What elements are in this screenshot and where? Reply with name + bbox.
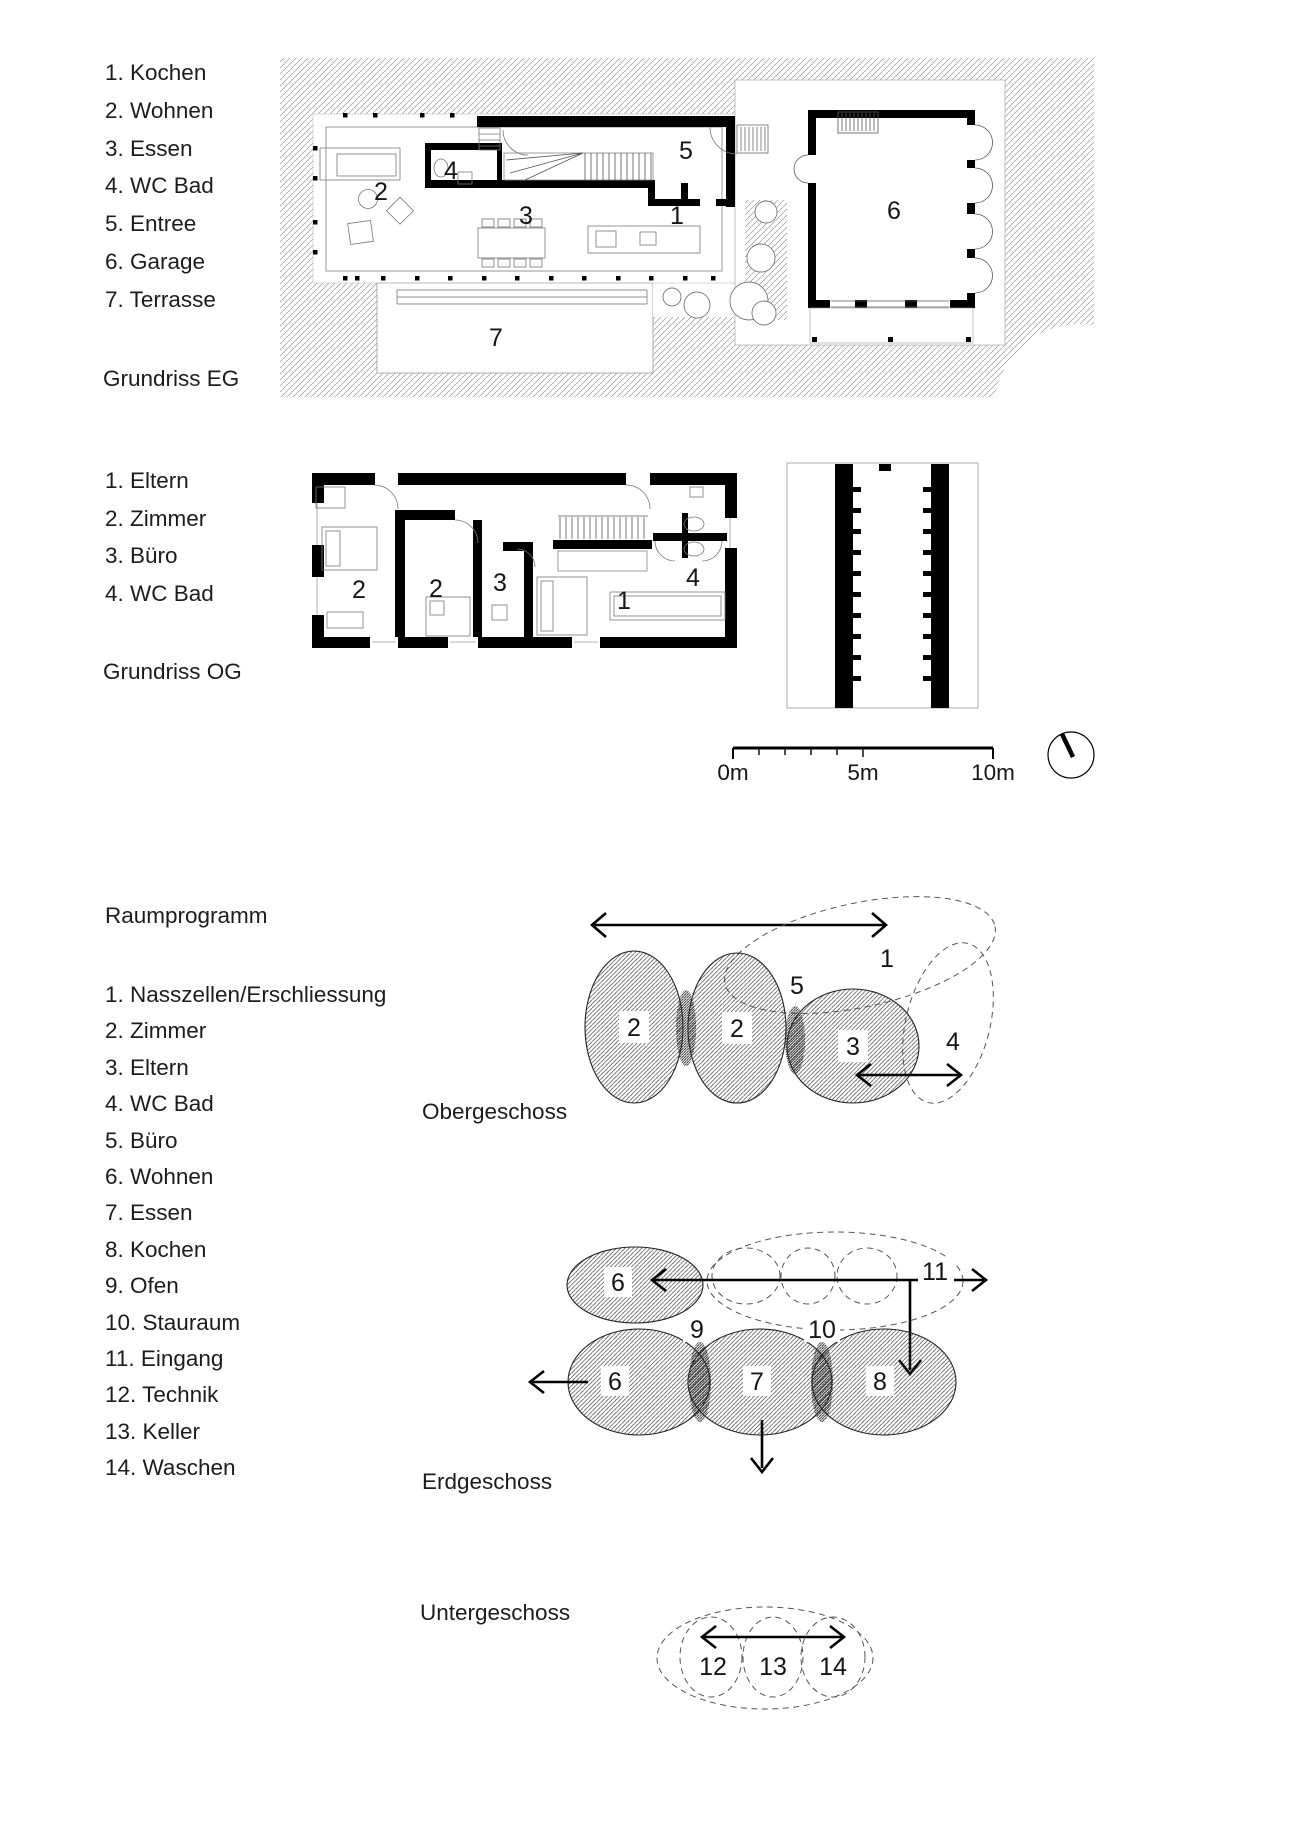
- eg-stairs: [503, 152, 654, 181]
- svg-text:12: 12: [699, 1653, 727, 1681]
- legend-item: 3. Büro: [105, 543, 178, 569]
- legend-item: 6. Wohnen: [105, 1164, 214, 1190]
- legend-item: 14. Waschen: [105, 1455, 236, 1481]
- garage-roof-plan: [786, 462, 979, 709]
- entry-steps: [736, 124, 769, 154]
- legend-item: 5. Entree: [105, 211, 197, 237]
- legend-item: 1. Kochen: [105, 60, 207, 85]
- eg-room-label-kochen: 1: [670, 202, 684, 230]
- og-legend: 1. Eltern 2. Zimmer 3. Büro 4. WC Bad: [105, 462, 214, 613]
- og-room-label-eltern: 1: [617, 587, 631, 615]
- og-window-lines: [316, 503, 731, 643]
- eg-bubble-label-ofen: 9: [690, 1316, 704, 1344]
- section-label-erdgeschoss: Erdgeschoss: [422, 1469, 553, 1494]
- legend-item: 4. WC Bad: [105, 1091, 214, 1117]
- og-floor-plan: 2 2 3 1 4: [312, 462, 979, 709]
- program-diagram-untergeschoss: 12 13 14: [656, 1606, 874, 1710]
- eg-room-label-wc: 4: [444, 157, 458, 185]
- garage: [793, 110, 993, 344]
- svg-text:4: 4: [946, 1028, 960, 1056]
- legend-item: 1. Nasszellen/Erschliessung: [105, 982, 387, 1007]
- eg-bubble-labels-row2: 6 7 8: [601, 1366, 894, 1396]
- legend-item: 1. Eltern: [105, 468, 189, 493]
- legend-item: 2. Wohnen: [105, 97, 214, 123]
- program-diagram-erdgeschoss: 11 6 9 10 6 7 8: [527, 1231, 989, 1475]
- legend-item: 12. Technik: [105, 1382, 219, 1408]
- og-room-label-zimmer-a: 2: [352, 576, 366, 604]
- legend-item: 9. Ofen: [105, 1273, 179, 1299]
- eg-room-label-terrasse: 7: [489, 324, 503, 352]
- og-doors: [373, 484, 723, 568]
- og-plan-title: Grundriss OG: [103, 659, 242, 684]
- svg-text:13: 13: [759, 1653, 787, 1681]
- eg-room-label-entree: 5: [679, 137, 693, 165]
- og-room-label-buero: 3: [493, 569, 507, 597]
- svg-text:2: 2: [627, 1014, 641, 1042]
- scale-bar: 0m 5m 10m: [717, 746, 1015, 785]
- eg-legend: 1. Kochen 2. Wohnen 3. Essen 4. WC Bad 5. En…: [105, 54, 216, 319]
- eg-room-label-garage: 6: [887, 197, 901, 225]
- eg-doors-fixtures: [433, 126, 738, 185]
- svg-text:1: 1: [880, 945, 894, 973]
- eg-plan-title: Grundriss EG: [103, 366, 240, 391]
- eg-bubble-label-eingang: 11: [922, 1258, 948, 1286]
- legend-item: 13. Keller: [105, 1418, 201, 1444]
- eg-room-label-wohnen: 2: [374, 178, 388, 206]
- legend-item: 8. Kochen: [105, 1236, 207, 1262]
- eg-walls: [425, 116, 735, 207]
- eg-floor-plan: 2 3 4 5 1 6 7: [280, 58, 1166, 496]
- scale-label-5m: 5m: [847, 760, 878, 785]
- program-legend: 1. Nasszellen/Erschliessung 2. Zimmer 3. E…: [105, 977, 386, 1487]
- column-dots: [313, 113, 716, 281]
- eg-room-label-essen: 3: [519, 202, 533, 230]
- og-furniture: [315, 486, 726, 637]
- eg-bubble-label-wohnen-oben: 6: [611, 1269, 625, 1297]
- dashed-zones-ug: [656, 1606, 874, 1710]
- eg-bubble-label-stauraum: 10: [808, 1316, 836, 1344]
- legend-item: 2. Zimmer: [105, 505, 207, 531]
- section-label-obergeschoss: Obergeschoss: [422, 1099, 568, 1124]
- legend-item: 5. Büro: [105, 1127, 178, 1153]
- ug-bubble-labels: 12 13 14: [695, 1652, 851, 1681]
- legend-item: 2. Zimmer: [105, 1018, 207, 1044]
- program-diagram-obergeschoss: 2 2 3 1 4 5: [584, 896, 996, 1104]
- legend-item: 7. Essen: [105, 1200, 193, 1226]
- legend-item: 7. Terrasse: [105, 286, 216, 312]
- program-title: Raumprogramm: [105, 903, 268, 928]
- legend-item: 3. Essen: [105, 135, 193, 161]
- svg-text:7: 7: [750, 1368, 764, 1396]
- og-walls: [312, 473, 737, 648]
- legend-item: 4. WC Bad: [105, 581, 214, 607]
- svg-text:8: 8: [873, 1368, 887, 1396]
- svg-text:14: 14: [819, 1653, 847, 1681]
- svg-text:5: 5: [790, 972, 804, 1000]
- living-furniture: [319, 147, 415, 245]
- og-room-label-wc: 4: [686, 564, 700, 592]
- svg-text:6: 6: [608, 1368, 622, 1396]
- section-label-untergeschoss: Untergeschoss: [420, 1600, 571, 1625]
- terrace: [376, 282, 654, 374]
- scale-label-0m: 0m: [717, 760, 748, 785]
- legend-item: 10. Stauraum: [105, 1309, 241, 1335]
- legend-item: 11. Eingang: [105, 1346, 224, 1372]
- trees: [662, 200, 778, 326]
- svg-text:3: 3: [846, 1033, 860, 1061]
- svg-text:2: 2: [730, 1015, 744, 1043]
- og-stairs: [557, 515, 648, 572]
- scale-label-10m: 10m: [971, 760, 1015, 785]
- og-room-label-zimmer-b: 2: [429, 575, 443, 603]
- legend-item: 4. WC Bad: [105, 173, 214, 199]
- dining-kitchen-furniture: [477, 218, 701, 268]
- legend-item: 6. Garage: [105, 248, 206, 274]
- legend-item: 3. Eltern: [105, 1054, 189, 1080]
- north-arrow-icon: [1047, 731, 1095, 779]
- og-bubble-labels: 2 2 3 1 4 5: [619, 945, 960, 1062]
- terrace-deck-lines: [396, 289, 648, 305]
